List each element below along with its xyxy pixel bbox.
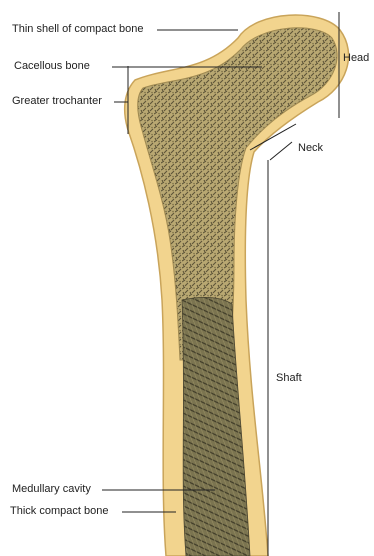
label-thick-compact-bone: Thick compact bone <box>10 505 108 518</box>
label-thin-shell: Thin shell of compact bone <box>12 23 143 36</box>
label-cancellous-bone: Cacellous bone <box>14 60 90 73</box>
label-greater-trochanter: Greater trochanter <box>12 95 102 108</box>
label-shaft: Shaft <box>276 372 302 385</box>
label-neck: Neck <box>298 142 323 155</box>
label-medullary-cavity: Medullary cavity <box>12 483 91 496</box>
label-head: Head <box>343 52 369 65</box>
